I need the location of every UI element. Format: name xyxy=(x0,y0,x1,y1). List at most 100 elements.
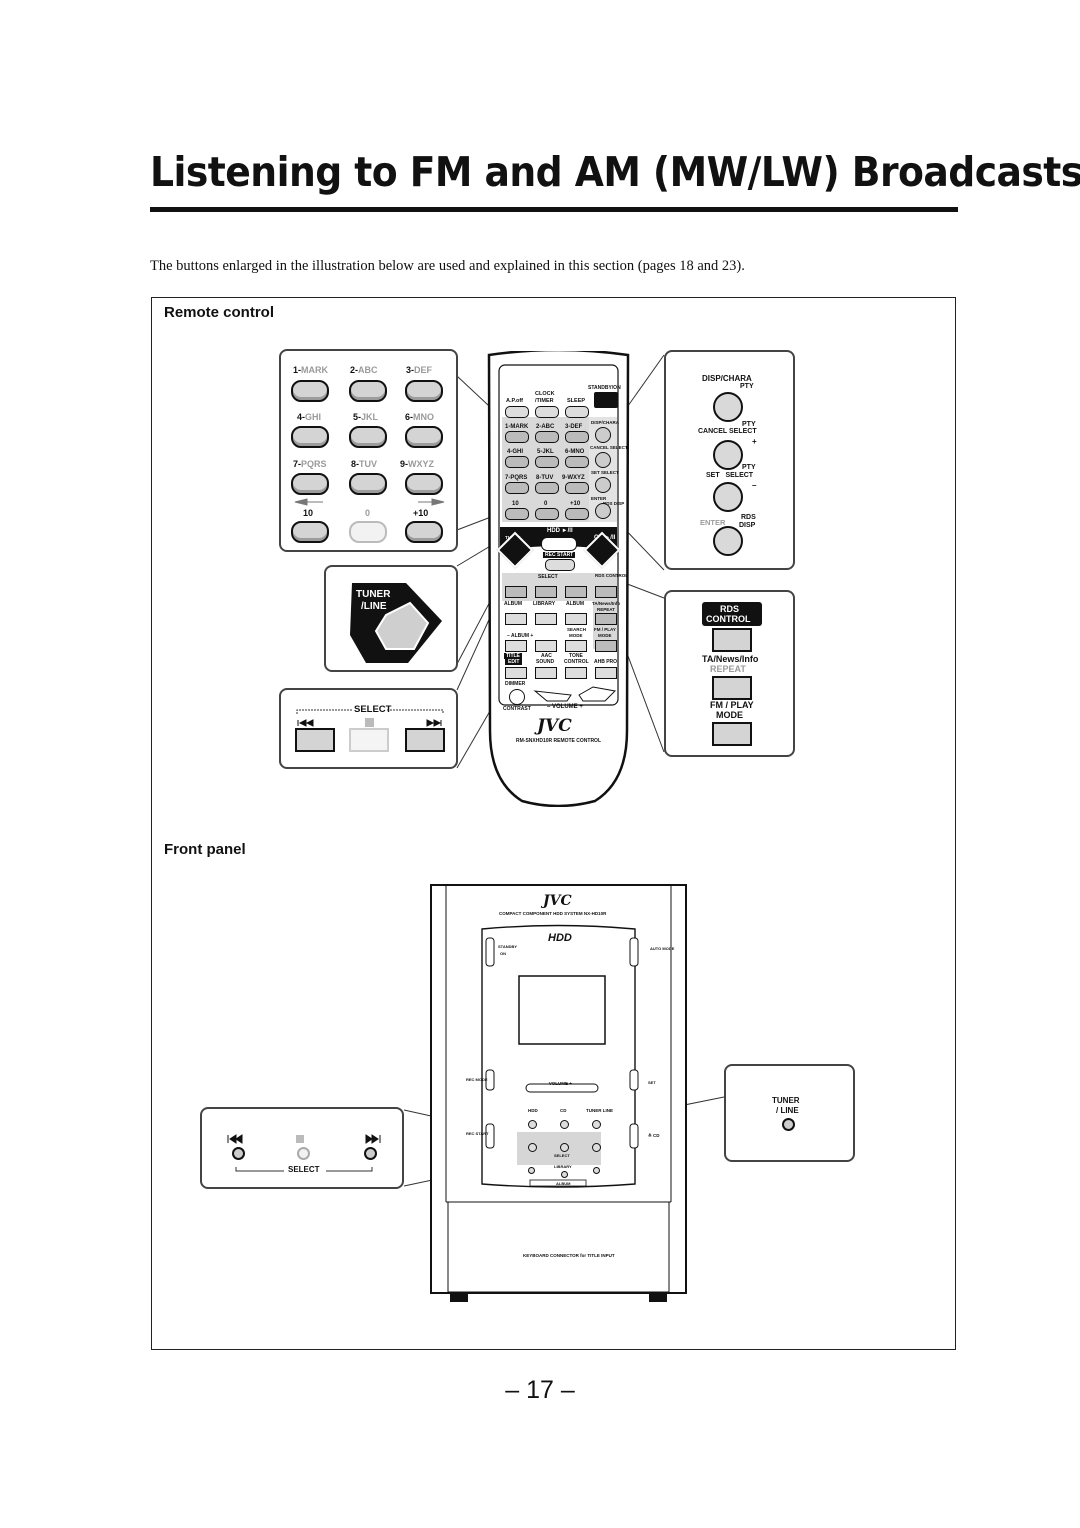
remote-key-1[interactable] xyxy=(505,431,529,443)
remote-key-6[interactable] xyxy=(565,456,589,468)
front-album-next-button[interactable] xyxy=(593,1167,600,1174)
key-0[interactable] xyxy=(349,521,387,543)
key-8[interactable] xyxy=(349,473,387,495)
front-hdd-button[interactable] xyxy=(528,1120,537,1129)
remote-sleep-button[interactable] xyxy=(565,406,589,418)
remote-album-pm-label: – ALBUM + xyxy=(507,633,534,639)
disp-chara-button[interactable] xyxy=(713,392,743,422)
remote-select-label: SELECT xyxy=(538,574,558,580)
remote-next-button[interactable] xyxy=(565,586,587,598)
remote-ahbpro-button[interactable] xyxy=(595,667,617,679)
key-2[interactable] xyxy=(349,380,387,402)
key-3[interactable] xyxy=(405,380,443,402)
tuning-arrows xyxy=(294,498,445,506)
front-library-button[interactable] xyxy=(561,1171,568,1178)
skip-forward-button[interactable] xyxy=(405,728,445,752)
key-6[interactable] xyxy=(405,426,443,448)
remote-clock-button[interactable] xyxy=(535,406,559,418)
remote-album-minus-button[interactable] xyxy=(505,640,527,652)
ta-news-info-button[interactable] xyxy=(712,676,752,700)
remote-cancel-select-button[interactable] xyxy=(595,452,611,468)
remote-timer-label: /TIMER xyxy=(535,398,554,404)
remote-library-button[interactable] xyxy=(535,613,557,625)
remote-hdd-button[interactable] xyxy=(541,537,577,551)
pty-label-2: PTY xyxy=(742,421,756,428)
rds-disp-button[interactable] xyxy=(713,526,743,556)
remote-album-prev-button[interactable] xyxy=(505,613,527,625)
front-rec-start-label: REC START xyxy=(466,1131,489,1136)
remote-apoff-label: A.P.off xyxy=(506,398,524,404)
remote-volume-label: – VOLUME + xyxy=(547,704,583,710)
remote-disp-chara-button[interactable] xyxy=(595,427,611,443)
remote-title-label: TITLE xyxy=(504,653,522,659)
remote-cancel-select-label: CANCEL SELECT xyxy=(590,445,628,450)
cancel-select-button[interactable] xyxy=(713,440,743,470)
remote-key-10[interactable] xyxy=(505,508,529,520)
remote-apoff-button[interactable] xyxy=(505,406,529,418)
remote-prev-button[interactable] xyxy=(505,586,527,598)
tuner-callout: TUNER /LINE xyxy=(324,565,458,672)
key-label-5: 5-JKL xyxy=(353,412,379,422)
remote-enter-label: ENTER xyxy=(591,496,607,501)
remote-rds-control-button[interactable] xyxy=(595,586,617,598)
front-prev-button[interactable] xyxy=(528,1143,537,1152)
remote-key-4[interactable] xyxy=(505,456,529,468)
front-keyboard-label: KEYBOARD CONNECTOR for TITLE INPUT xyxy=(523,1253,615,1258)
remote-key-8[interactable] xyxy=(535,482,559,494)
remote-rds-disp-button[interactable] xyxy=(595,503,611,519)
key-label-3: 3-DEF xyxy=(406,365,433,375)
remote-key-3[interactable] xyxy=(565,431,589,443)
key-5[interactable] xyxy=(349,426,387,448)
remote-title-edit-button[interactable] xyxy=(505,667,527,679)
remote-fm-play-button[interactable] xyxy=(595,640,617,652)
front-album-prev-button[interactable] xyxy=(528,1167,535,1174)
remote-key-9[interactable] xyxy=(565,482,589,494)
front-callout-prev-button[interactable] xyxy=(232,1147,245,1160)
key-label-2: 2-ABC xyxy=(350,365,378,375)
rds-control-button[interactable] xyxy=(712,628,752,652)
key-plus10[interactable] xyxy=(405,521,443,543)
remote-album-next-button[interactable] xyxy=(565,613,587,625)
stop-button[interactable] xyxy=(349,728,389,752)
remote-set-select-button[interactable] xyxy=(595,477,611,493)
remote-key-0[interactable] xyxy=(535,508,559,520)
remote-search-mode-button[interactable] xyxy=(565,640,587,652)
front-callout-tuner-line-button[interactable] xyxy=(782,1118,795,1131)
skip-back-button[interactable] xyxy=(295,728,335,752)
remote-key-2[interactable] xyxy=(535,431,559,443)
tuner-line-button[interactable] xyxy=(378,605,422,649)
remote-sound-label: SOUND xyxy=(536,659,555,665)
remote-key-7[interactable] xyxy=(505,482,529,494)
remote-stop-button[interactable] xyxy=(535,586,557,598)
remote-volume-rocker[interactable] xyxy=(533,685,617,703)
remote-album-plus-button[interactable] xyxy=(535,640,557,652)
remote-tone-button[interactable] xyxy=(565,667,587,679)
remote-key-plus10[interactable] xyxy=(565,508,589,520)
remote-k1-label: 1-MARK xyxy=(505,424,529,430)
front-tuner-line-button[interactable] xyxy=(592,1120,601,1129)
remote-dimmer-button[interactable] xyxy=(509,689,525,705)
remote-kp10-label: +10 xyxy=(570,501,581,507)
fm-play-label: FM / PLAY xyxy=(710,700,754,710)
front-callout-next-button[interactable] xyxy=(364,1147,377,1160)
key-7[interactable] xyxy=(291,473,329,495)
key-9[interactable] xyxy=(405,473,443,495)
remote-standby-button[interactable] xyxy=(594,392,618,408)
remote-rec-start-button[interactable] xyxy=(545,559,575,571)
remote-sound-button[interactable] xyxy=(535,667,557,679)
front-callout-stop-button[interactable] xyxy=(297,1147,310,1160)
front-unit-outline xyxy=(430,884,687,1302)
front-cd-button[interactable] xyxy=(560,1120,569,1129)
key-1[interactable] xyxy=(291,380,329,402)
front-next-button[interactable] xyxy=(592,1143,601,1152)
front-stop-button[interactable] xyxy=(560,1143,569,1152)
tuner-label: TUNER xyxy=(356,589,391,600)
fm-play-mode-button[interactable] xyxy=(712,722,752,746)
key-4[interactable] xyxy=(291,426,329,448)
remote-ta-button[interactable] xyxy=(595,613,617,625)
key-label-7: 7-PQRS xyxy=(293,459,327,469)
key-10[interactable] xyxy=(291,521,329,543)
remote-key-5[interactable] xyxy=(535,456,559,468)
remote-dimmer-label: DIMMER xyxy=(505,681,526,687)
set-select-button[interactable] xyxy=(713,482,743,512)
